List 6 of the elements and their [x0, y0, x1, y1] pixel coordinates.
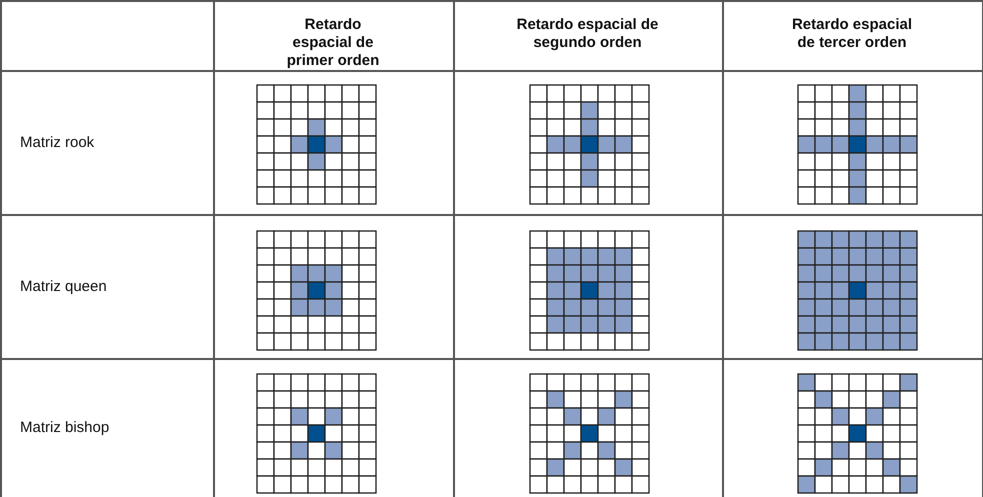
row-header: Matriz queen [20, 278, 107, 295]
column-header: Retardo espacial de segundo orden [516, 16, 660, 52]
row-header: Matriz rook [20, 134, 94, 151]
column-header: Retardo espacial de primer orden [286, 16, 380, 70]
column-header: Retardo espacial de tercer orden [790, 16, 914, 52]
row-header: Matriz bishop [20, 418, 110, 436]
